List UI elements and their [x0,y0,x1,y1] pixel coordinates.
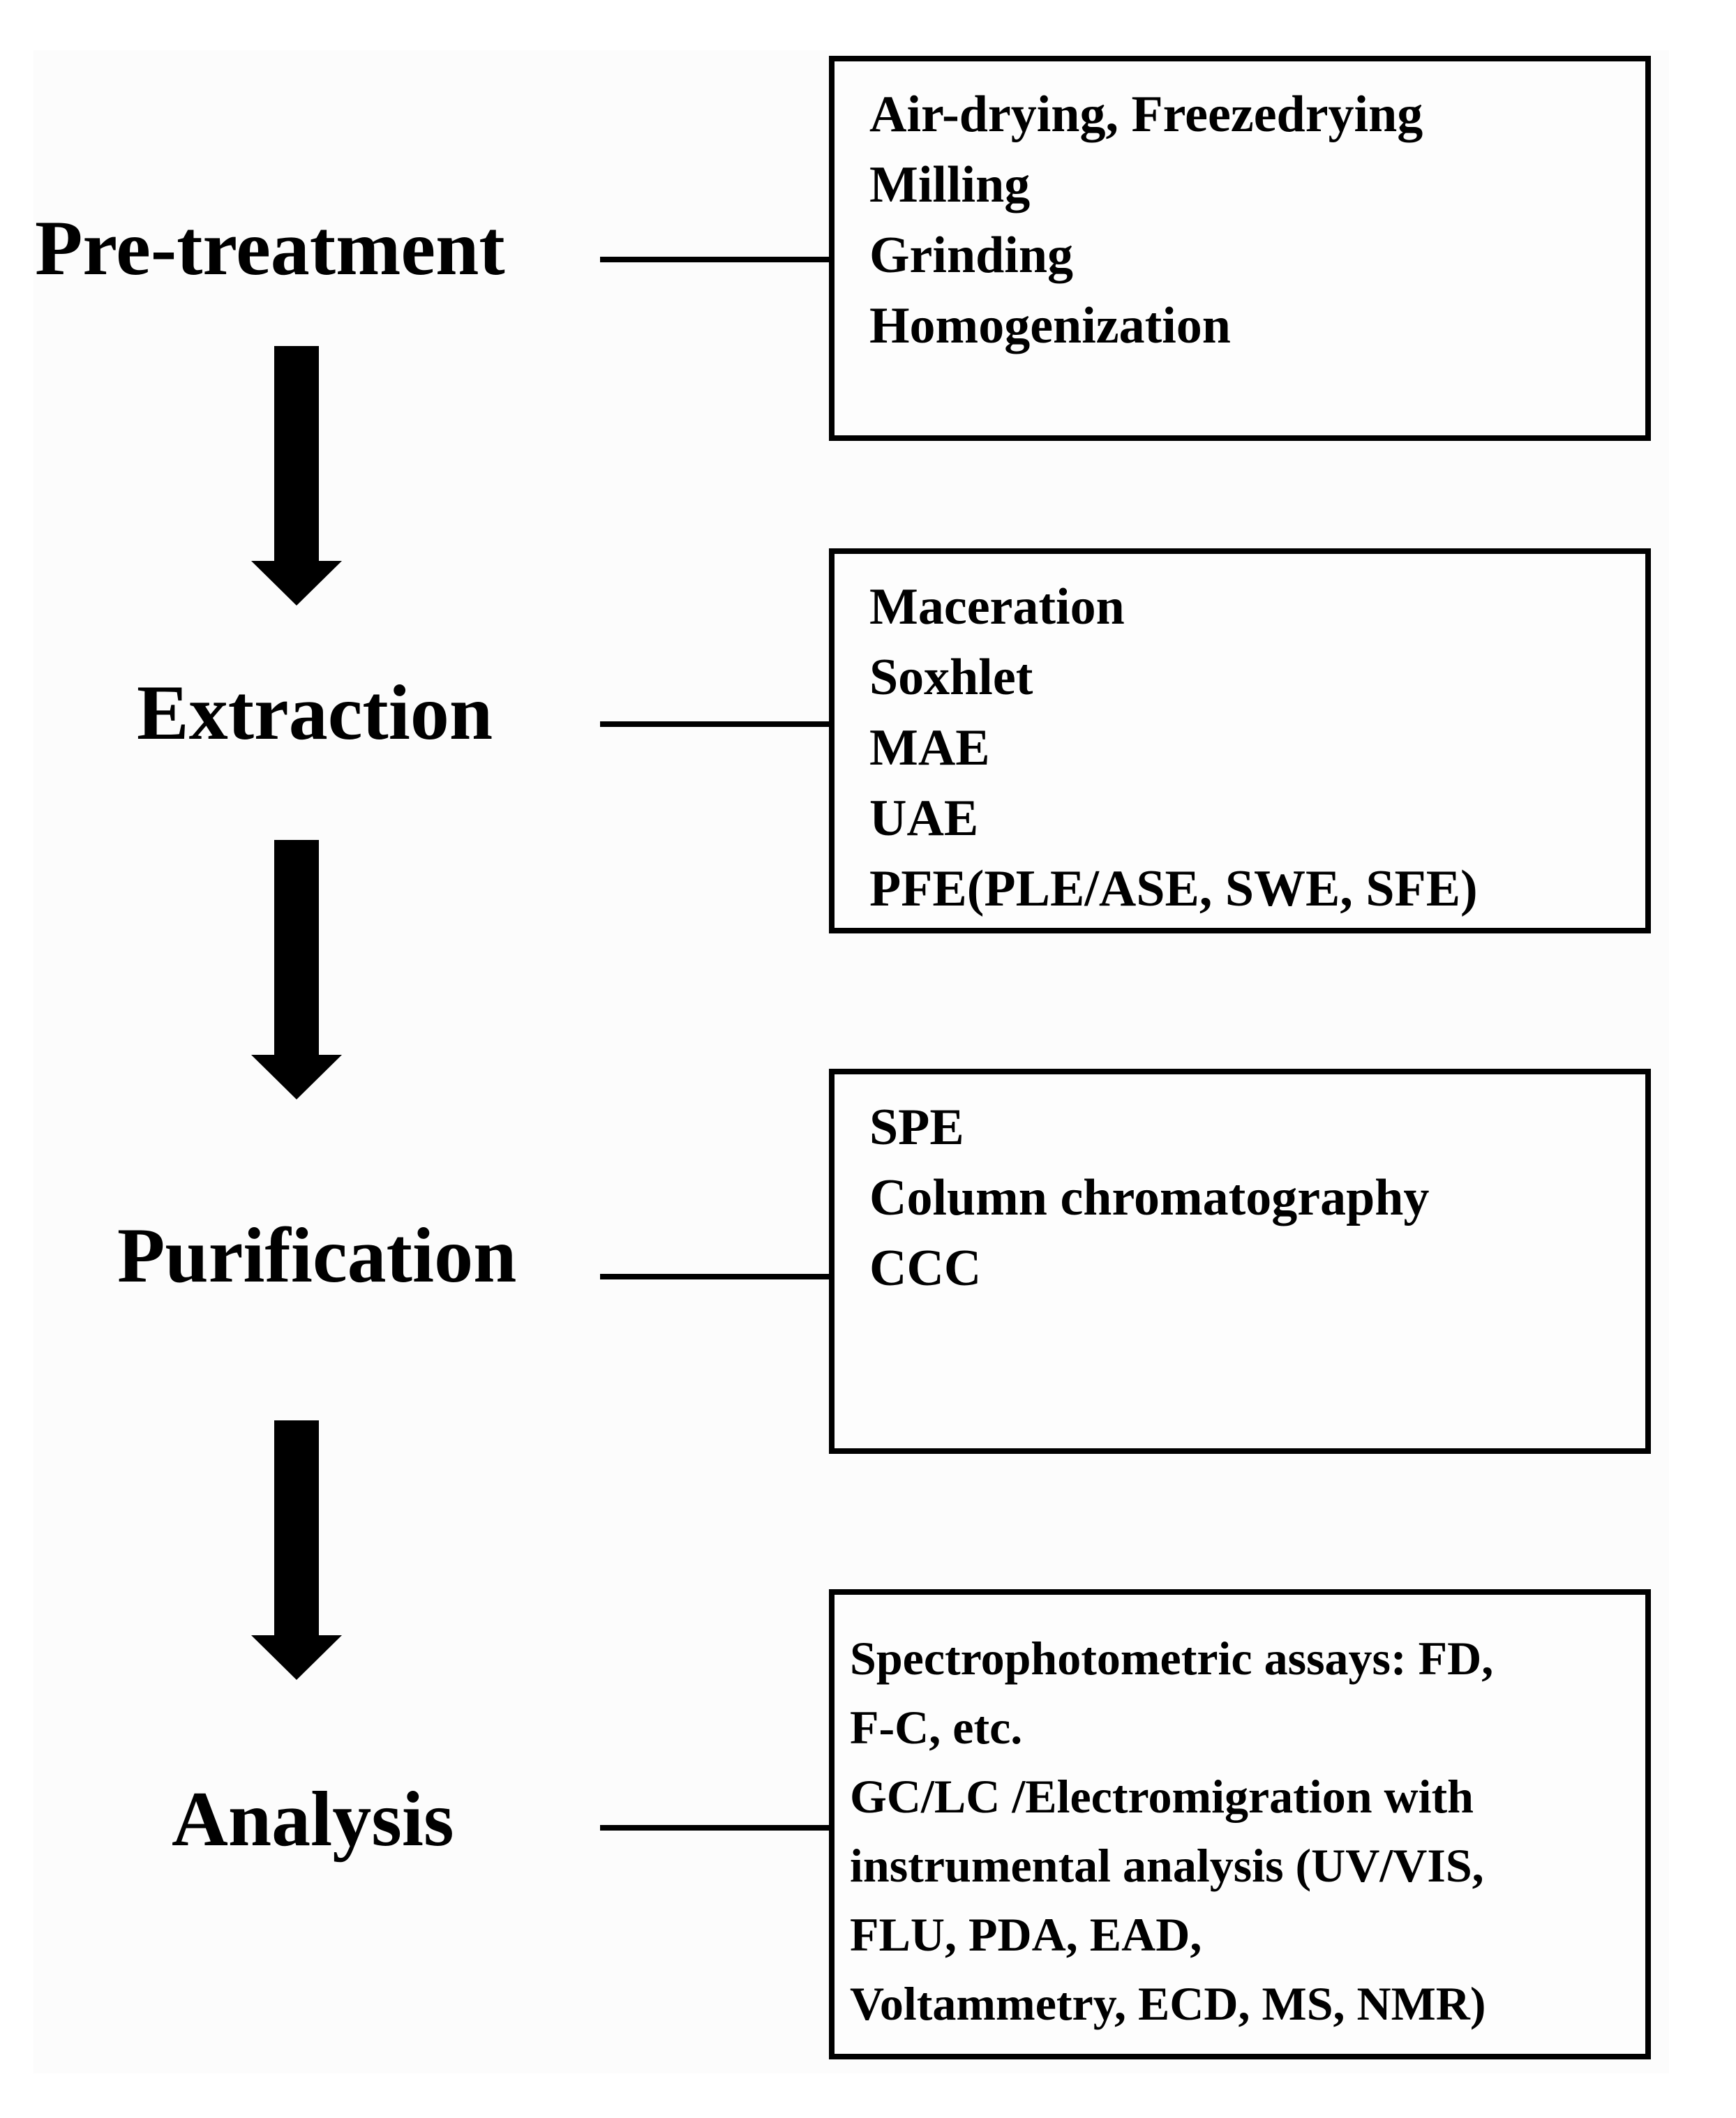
method-item: Spectrophotometric assays: FD, [850,1632,1494,1685]
method-item: Column chromatography [869,1169,1430,1226]
method-item: Soxhlet [869,649,1033,706]
methods-box-analysis: Spectrophotometric assays: FD, F-C, etc.… [829,1589,1651,2059]
stage-label-pre-treatment: Pre-treatment [35,205,505,292]
method-item: CCC [869,1240,982,1297]
connector-extraction [600,721,830,727]
stage-label-purification: Purification [117,1212,517,1299]
methods-box-extraction: Maceration Soxhlet MAE UAE PFE(PLE/ASE, … [829,548,1651,933]
connector-analysis [600,1825,830,1831]
method-item: Maceration [869,578,1125,636]
method-item: UAE [869,790,979,847]
connector-pre-treatment [600,257,830,262]
method-item: Milling [869,156,1031,213]
method-item: Homogenization [869,297,1231,354]
method-item: F-C, etc. [850,1701,1023,1754]
stage-label-analysis: Analysis [172,1776,454,1863]
down-arrow-1 [251,346,342,606]
method-item: PFE(PLE/ASE, SWE, SFE) [869,860,1478,917]
methods-box-purification: SPE Column chromatography CCC [829,1069,1651,1454]
method-item: FLU, PDA, EAD, [850,1908,1202,1961]
method-item: Air-drying, Freezedrying [869,86,1423,143]
connector-purification [600,1274,830,1279]
method-item: MAE [869,719,990,776]
down-arrow-2 [251,840,342,1099]
stage-label-extraction: Extraction [137,670,493,756]
method-item: Grinding [869,227,1073,284]
down-arrow-3 [251,1420,342,1680]
method-item: instrumental analysis (UV/VIS, [850,1839,1484,1892]
method-item: GC/LC /Electromigration with [850,1770,1474,1823]
methods-box-pre-treatment: Air-drying, Freezedrying Milling Grindin… [829,56,1651,441]
method-item: SPE [869,1099,964,1156]
method-item: Voltammetry, ECD, MS, NMR) [850,1977,1486,2030]
